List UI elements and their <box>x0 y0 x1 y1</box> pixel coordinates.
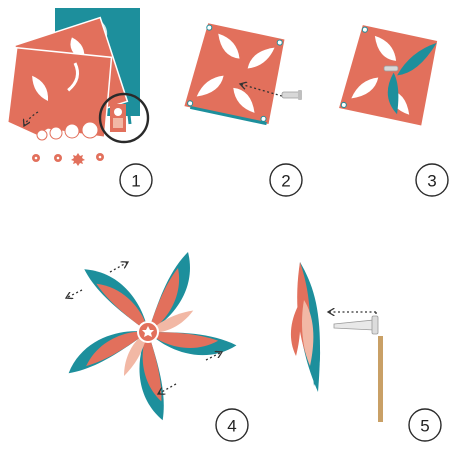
stick-icon <box>378 336 383 422</box>
dashed-arrow-icon <box>109 262 128 273</box>
pinwheel-blade <box>148 252 190 332</box>
pin-icon <box>333 315 379 335</box>
dashed-arrow-icon <box>66 289 83 298</box>
step-label: 5 <box>420 417 429 436</box>
flower-icon <box>142 326 154 337</box>
magnifier-circle-icon <box>98 92 150 144</box>
step-number-4: 4 <box>215 408 249 442</box>
step-label: 2 <box>281 172 290 191</box>
step-2-square <box>184 23 302 126</box>
loose-pieces <box>32 153 104 166</box>
step-4-pinwheel <box>68 252 237 421</box>
punch-out-circles <box>36 121 99 141</box>
dashed-arrow-icon <box>158 383 177 394</box>
step-1-sheets <box>6 8 150 166</box>
step-number-5: 5 <box>408 408 442 442</box>
pinwheel-square-3 <box>339 25 438 126</box>
step-label: 4 <box>227 417 236 436</box>
step-3-folded-square <box>339 25 438 126</box>
dashed-arrow-icon <box>24 111 39 126</box>
pin-icon <box>281 90 302 100</box>
dashed-arrow-icon <box>240 84 283 97</box>
step-5-side-view <box>290 262 383 422</box>
dashed-arrow-icon <box>205 352 222 361</box>
pinwheel-square-2 <box>184 23 285 125</box>
step-number-3: 3 <box>415 163 449 197</box>
step-number-1: 1 <box>119 163 153 197</box>
step-label: 3 <box>427 172 436 191</box>
step-label: 1 <box>131 172 140 191</box>
step-number-2: 2 <box>269 163 303 197</box>
